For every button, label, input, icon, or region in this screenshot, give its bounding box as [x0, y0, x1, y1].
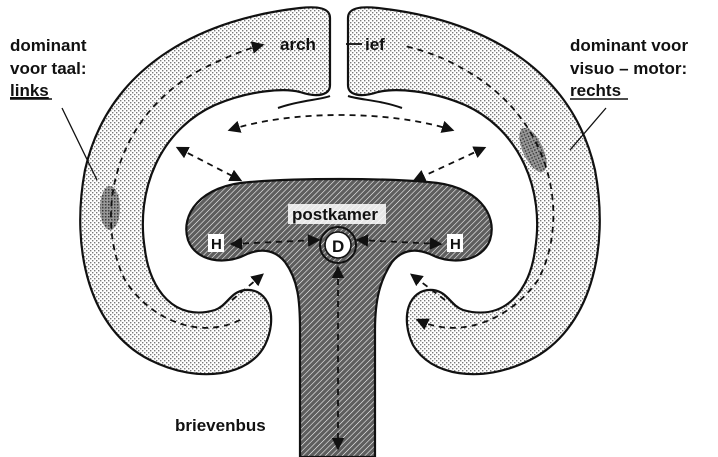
stem-label: brievenbus — [175, 416, 266, 435]
left-label-line2: voor taal: — [10, 59, 87, 78]
right-hub-label: H — [450, 236, 461, 253]
right-label-line2: visuo – motor: — [570, 59, 687, 78]
archive-lip — [278, 96, 402, 108]
center-room-label: postkamer — [292, 205, 378, 224]
left-label-side: links — [10, 81, 49, 100]
right-label-side: rechts — [570, 81, 621, 100]
archive-label-right: ief — [365, 35, 385, 54]
center-node-label: D — [332, 237, 344, 256]
left-room-arrow — [178, 148, 240, 180]
archive-link-arrow — [230, 115, 452, 130]
left-speech-area — [100, 186, 120, 230]
archive-label-left: arch — [280, 35, 316, 54]
left-label-line1: dominant — [10, 36, 87, 55]
right-room-arrow — [415, 148, 484, 180]
left-hub-label: H — [211, 236, 222, 253]
right-label-line1: dominant voor — [570, 36, 688, 55]
